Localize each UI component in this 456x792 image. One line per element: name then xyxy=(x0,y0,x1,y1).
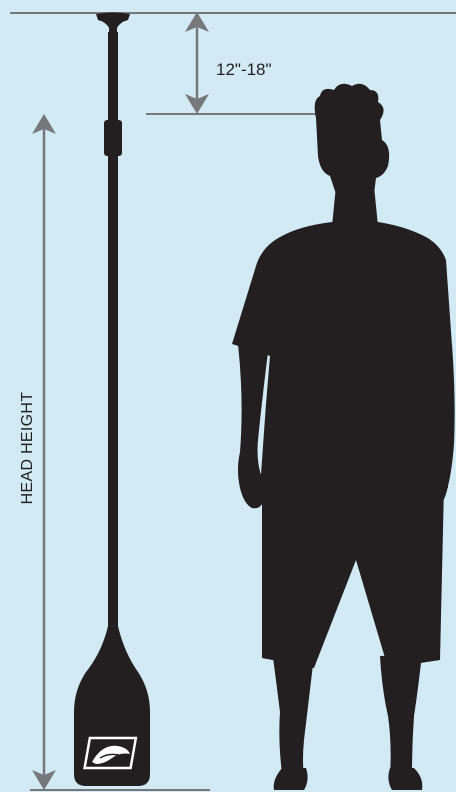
overhang-arrow xyxy=(185,12,209,114)
person-silhouette xyxy=(232,84,455,790)
paddle-silhouette xyxy=(74,13,150,787)
head-height-label: HEAD HEIGHT xyxy=(19,392,37,505)
overhang-label: 12"-18" xyxy=(216,60,272,80)
